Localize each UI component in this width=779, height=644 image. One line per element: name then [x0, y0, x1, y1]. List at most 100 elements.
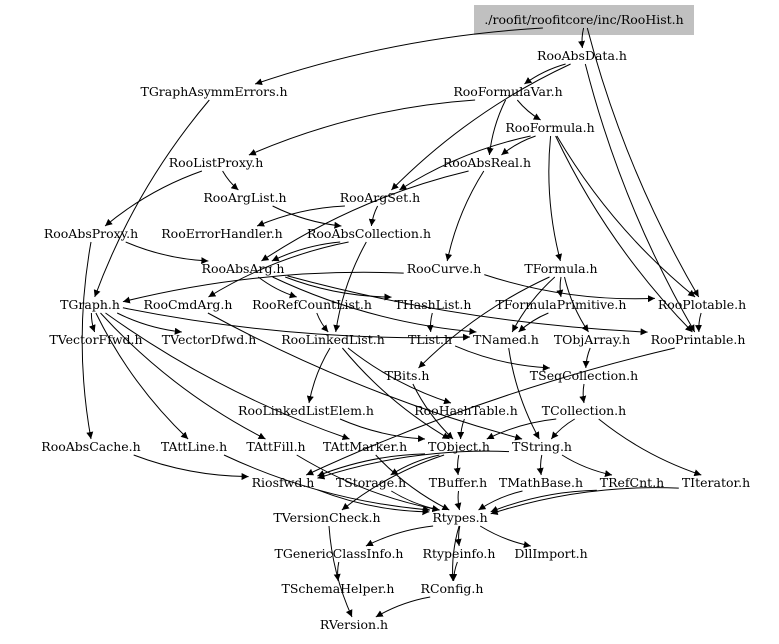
- edge-tgraph-to-tatt-marker: [105, 312, 350, 441]
- node-tstring[interactable]: TString.h: [512, 439, 572, 454]
- node-roo-cmd-arg[interactable]: RooCmdArg.h: [144, 297, 233, 312]
- node-roo-linked-list[interactable]: RooLinkedList.h: [281, 332, 385, 347]
- node-roo-formula-var[interactable]: RooFormulaVar.h: [453, 84, 562, 99]
- edge-roo-arg-list-to-roo-abs-collection: [272, 205, 342, 229]
- edge-tformula-to-tbits: [418, 276, 550, 369]
- node-roo-curve[interactable]: RooCurve.h: [407, 261, 482, 276]
- node-rtypes[interactable]: Rtypes.h: [432, 510, 487, 525]
- node-dll-import[interactable]: DllImport.h: [514, 546, 587, 561]
- node-tmath-base[interactable]: TMathBase.h: [499, 475, 583, 490]
- edge-tobject-to-tbuffer: [453, 454, 461, 476]
- node-tobj-array[interactable]: TObjArray.h: [554, 332, 630, 347]
- edge-roo-list-proxy-to-roo-arg-list: [222, 170, 239, 191]
- node-tgraph[interactable]: TGraph.h: [60, 297, 120, 312]
- node-tformula[interactable]: TFormula.h: [524, 261, 597, 276]
- edge-titerator-to-rtypes: [490, 487, 679, 515]
- node-tvector-dfwd[interactable]: TVectorDfwd.h: [162, 332, 257, 347]
- edge-tstorage-to-rtypes: [391, 490, 440, 513]
- node-tvector-ffwd[interactable]: TVectorFfwd.h: [49, 332, 142, 347]
- edge-roo-abs-collection-to-roo-linked-list: [333, 241, 367, 333]
- edge-rconfig-to-rversion: [375, 596, 431, 618]
- node-tschema-helper[interactable]: TSchemaHelper.h: [282, 581, 395, 596]
- node-roo-hash-table[interactable]: RooHashTable.h: [414, 403, 518, 418]
- edge-tobj-array-to-tseq-collection: [582, 347, 591, 369]
- edge-tversion-check-to-rversion: [328, 525, 353, 618]
- root-node[interactable]: ./roofit/roofitcore/inc/RooHist.h: [484, 12, 683, 27]
- edge-roo-cmd-arg-to-tstring: [207, 312, 523, 441]
- edge-tnamed-to-tstring: [508, 347, 540, 440]
- edge-tgraph-to-tatt-fill: [100, 312, 266, 440]
- node-rtypeinfo[interactable]: Rtypeinfo.h: [423, 546, 496, 561]
- node-roo-abs-collection[interactable]: RooAbsCollection.h: [307, 226, 431, 241]
- edge-tgraph-to-tvector-dfwd: [116, 312, 182, 335]
- edge-root-to-roo-plotable: [586, 27, 700, 298]
- node-tbuffer[interactable]: TBuffer.h: [429, 475, 487, 490]
- node-roo-abs-real[interactable]: RooAbsReal.h: [443, 155, 531, 170]
- node-tatt-marker[interactable]: TAttMarker.h: [323, 439, 407, 454]
- node-rconfig[interactable]: RConfig.h: [421, 581, 484, 596]
- node-roo-arg-set[interactable]: RooArgSet.h: [340, 190, 420, 205]
- nodes-layer: ./roofit/roofitcore/inc/RooHist.hRooAbsD…: [41, 12, 750, 632]
- node-thash-list[interactable]: THashList.h: [395, 297, 472, 312]
- edge-roo-abs-collection-to-roo-cmd-arg: [208, 241, 349, 298]
- edge-tcollection-to-tstring: [550, 418, 575, 440]
- node-roo-arg-list[interactable]: RooArgList.h: [203, 190, 286, 205]
- edge-tseq-collection-to-tcollection: [579, 383, 587, 404]
- node-tstorage[interactable]: TStorage.h: [336, 475, 406, 490]
- edge-roo-abs-arg-to-roo-ref-count-list: [257, 276, 297, 299]
- node-tbits[interactable]: TBits.h: [385, 368, 430, 383]
- node-roo-list-proxy[interactable]: RooListProxy.h: [169, 155, 264, 170]
- node-roo-abs-proxy[interactable]: RooAbsProxy.h: [44, 226, 138, 241]
- edge-tmath-base-to-rtypes: [478, 490, 523, 511]
- edge-tatt-fill-to-rtypes: [296, 454, 440, 513]
- edge-tlist-to-tseq-collection: [454, 345, 550, 372]
- edge-tgeneric-class-info-to-tschema-helper: [333, 561, 341, 582]
- node-tref-cnt[interactable]: TRefCnt.h: [600, 475, 664, 490]
- edge-roo-abs-data-to-roo-printable: [584, 63, 696, 333]
- edge-roo-abs-data-to-roo-formula-var: [524, 63, 566, 85]
- node-tnamed[interactable]: TNamed.h: [473, 332, 539, 347]
- node-titerator[interactable]: TIterator.h: [682, 475, 750, 490]
- edge-thash-list-to-tlist: [426, 312, 434, 333]
- edge-tformula-primitive-to-tnamed: [518, 312, 549, 333]
- node-roo-ref-count-list[interactable]: RooRefCountList.h: [252, 297, 372, 312]
- edge-roo-curve-to-tgraph: [122, 271, 404, 304]
- node-roo-linked-list-elem[interactable]: RooLinkedListElem.h: [238, 403, 374, 418]
- node-roo-printable[interactable]: RooPrintable.h: [651, 332, 746, 347]
- node-tversion-check[interactable]: TVersionCheck.h: [273, 510, 380, 525]
- edge-roo-linked-list-to-roo-hash-table: [347, 347, 452, 405]
- edge-roo-hash-table-to-tobject: [457, 418, 465, 440]
- node-roo-formula[interactable]: RooFormula.h: [505, 120, 594, 135]
- edge-tformula-to-tobj-array: [564, 276, 589, 333]
- node-tobject[interactable]: TObject.h: [428, 439, 490, 454]
- edge-tref-cnt-to-rtypes: [490, 489, 597, 513]
- edge-roo-ref-count-list-to-roo-linked-list: [316, 312, 329, 333]
- node-tgeneric-class-info[interactable]: TGenericClassInfo.h: [275, 546, 404, 561]
- node-tatt-line[interactable]: TAttLine.h: [161, 439, 227, 454]
- edge-tstring-to-tmath-base: [536, 454, 544, 476]
- edge-tobject-to-tstorage: [390, 454, 440, 476]
- edge-rtypeinfo-to-rconfig: [450, 561, 458, 582]
- node-roo-abs-arg[interactable]: RooAbsArg.h: [202, 261, 285, 276]
- node-riosfwd[interactable]: Riosfwd.h: [252, 475, 315, 490]
- node-tformula-primitive[interactable]: TFormulaPrimitive.h: [496, 297, 627, 312]
- edge-rtypes-to-rtypeinfo: [454, 525, 462, 547]
- node-roo-abs-data[interactable]: RooAbsData.h: [537, 48, 627, 63]
- node-tcollection[interactable]: TCollection.h: [542, 403, 626, 418]
- node-roo-abs-cache[interactable]: RooAbsCache.h: [41, 439, 140, 454]
- edge-roo-formula-to-roo-arg-set: [399, 135, 531, 191]
- edge-roo-abs-data-to-roo-arg-set: [391, 63, 571, 191]
- node-rversion[interactable]: RVersion.h: [320, 617, 388, 632]
- edge-roo-linked-list-to-tobject: [342, 347, 450, 440]
- edge-tstring-to-riosfwd: [317, 450, 510, 480]
- node-roo-plotable[interactable]: RooPlotable.h: [658, 297, 746, 312]
- node-roo-error-handler[interactable]: RooErrorHandler.h: [161, 226, 282, 241]
- edge-roo-linked-list-elem-to-tobject: [339, 418, 426, 443]
- node-tseq-collection[interactable]: TSeqCollection.h: [530, 368, 638, 383]
- node-tatt-fill[interactable]: TAttFill.h: [246, 439, 305, 454]
- edge-root-to-tgraph-asymm-errors: [254, 27, 543, 86]
- node-tlist[interactable]: TList.h: [408, 332, 452, 347]
- edge-roo-abs-arg-to-roo-printable: [287, 275, 648, 336]
- node-tgraph-asymm-errors[interactable]: TGraphAsymmErrors.h: [140, 84, 287, 99]
